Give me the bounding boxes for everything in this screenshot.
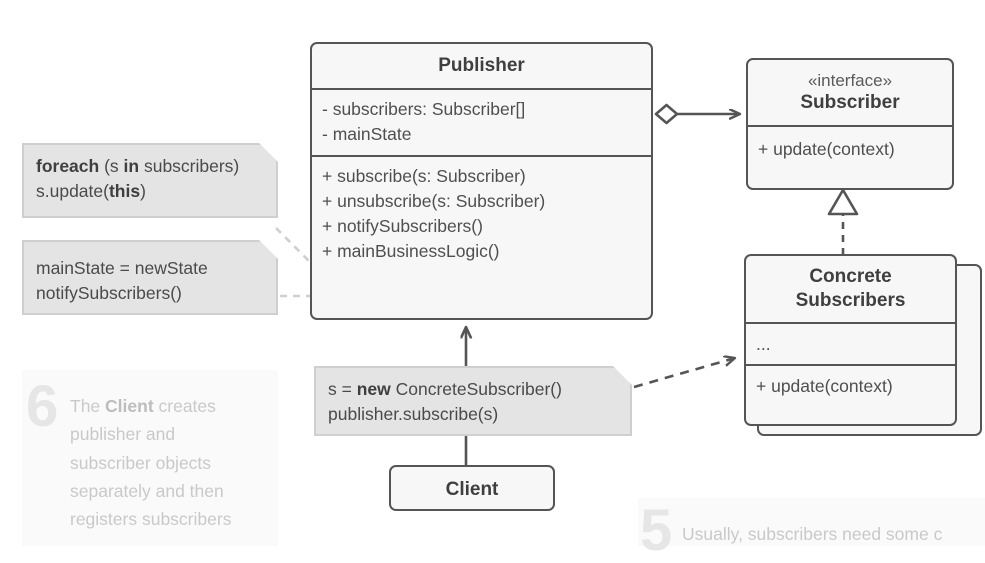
annotation-six-l1-pre: The (70, 396, 106, 416)
client-title: Client (445, 479, 499, 500)
note-fold-corner-icon (259, 143, 278, 162)
note-notify-loop-l2-pre: s.update( (36, 181, 109, 202)
annotation-five-background (638, 498, 985, 546)
class-box-concrete-subscribers[interactable]: Concrete Subscribers ... + update(contex… (744, 254, 957, 426)
annotation-six-line3: subscriber objects (70, 452, 212, 473)
subscriber-name: Subscriber (800, 92, 900, 114)
subscriber-methods: + update(context) (748, 125, 952, 172)
note-client-code: s = new ConcreteSubscriber() publisher.s… (314, 366, 632, 436)
note-notify-loop-mid: (s (99, 156, 124, 176)
subscriber-method-0: + update(context) (758, 139, 895, 159)
annotation-six-line2: publisher and (70, 424, 176, 445)
annotation-six-l1-post: creates (153, 396, 216, 416)
annotation-six: 6 The Client creates publisher and subsc… (22, 370, 288, 534)
annotation-five-text: Usually, subscribers need some c (638, 498, 985, 548)
annotation-six-kw-client: Client (105, 396, 154, 416)
note-notify-loop: foreach (s in subscribers) s.update(this… (22, 143, 278, 218)
leader-line-notify-loop (275, 227, 311, 263)
publisher-method-3: + mainBusinessLogic() (322, 240, 500, 261)
subscriber-title: «interface» Subscriber (748, 60, 952, 125)
publisher-method-1: + unsubscribe(s: Subscriber) (322, 191, 546, 212)
note-fold-corner-icon (259, 240, 278, 259)
uml-diagram-canvas: Subscriber : aggregation with open arrow… (22, 42, 985, 560)
note-client-code-kw-new: new (356, 379, 391, 399)
concrete-subscribers-title: Concrete Subscribers (746, 256, 955, 322)
note-fold-corner-icon (613, 366, 632, 385)
concrete-subscribers-methods: + update(context) (746, 364, 955, 407)
aggregation-diamond (654, 103, 679, 125)
annotation-six-number: 6 (26, 374, 59, 439)
annotation-six-background (22, 370, 278, 546)
class-box-subscriber[interactable]: «interface» Subscriber + update(context) (746, 58, 954, 190)
note-client-code-line1: s = new ConcreteSubscriber() (328, 377, 618, 402)
note-notify-loop-kw-foreach: foreach (36, 156, 100, 176)
dependency-line-clientnote-concretesubscribers (633, 358, 735, 389)
publisher-fields: - subscribers: Subscriber[] - mainState (312, 87, 651, 156)
note-notify-loop-post: subscribers) (139, 156, 240, 176)
concrete-subscribers-name-line2: Subscribers (795, 289, 906, 311)
annotation-five-line1: Usually, subscribers need some c (682, 524, 943, 544)
publisher-field-1: - mainState (322, 123, 412, 144)
note-notify-loop-line1: foreach (s in subscribers) (36, 154, 264, 179)
annotation-six-line1: The Client creates (70, 392, 288, 420)
note-notify-loop-kw-in: in (123, 156, 140, 176)
annotation-six-text: The Client creates publisher and subscri… (22, 370, 288, 534)
annotation-five: 5 Usually, subscribers need some c (638, 498, 985, 560)
annotation-six-line5: registers subscribers (70, 509, 232, 530)
note-notify-loop-line2: s.update(this) (36, 179, 264, 204)
publisher-field-0: - subscribers: Subscriber[] (322, 98, 526, 119)
concrete-subscribers-fields: ... (746, 321, 955, 365)
concrete-subscribers-name-line1: Concrete (809, 266, 892, 287)
annotation-six-line4: separately and then (70, 481, 224, 502)
publisher-methods: + subscribe(s: Subscriber) + unsubscribe… (312, 155, 651, 272)
note-main-business-logic-line2: notifySubscribers() (36, 283, 182, 304)
note-notify-loop-kw-this: this (108, 181, 141, 202)
publisher-method-0: + subscribe(s: Subscriber) (322, 166, 526, 187)
publisher-title: Publisher (438, 55, 525, 76)
note-main-business-logic-line1: mainState = newState (36, 258, 208, 278)
note-client-code-line2: publisher.subscribe(s) (328, 404, 499, 425)
subscriber-stereotype: «interface» (807, 71, 893, 90)
class-box-client[interactable]: Client (389, 465, 555, 511)
concrete-subscribers-method-0: + update(context) (756, 376, 893, 397)
annotation-five-number: 5 (640, 498, 673, 563)
note-main-business-logic: mainState = newState notifySubscribers() (22, 240, 278, 315)
class-box-publisher[interactable]: Publisher - subscribers: Subscriber[] - … (310, 42, 653, 320)
publisher-method-2: + notifySubscribers() (322, 216, 483, 237)
note-client-code-l1-post: ConcreteSubscriber() (390, 379, 562, 399)
concrete-subscribers-field-0: ... (756, 333, 771, 354)
realization-triangle (827, 188, 859, 216)
note-client-code-l1-pre: s = (328, 379, 357, 399)
note-notify-loop-l2-post: ) (140, 181, 146, 202)
